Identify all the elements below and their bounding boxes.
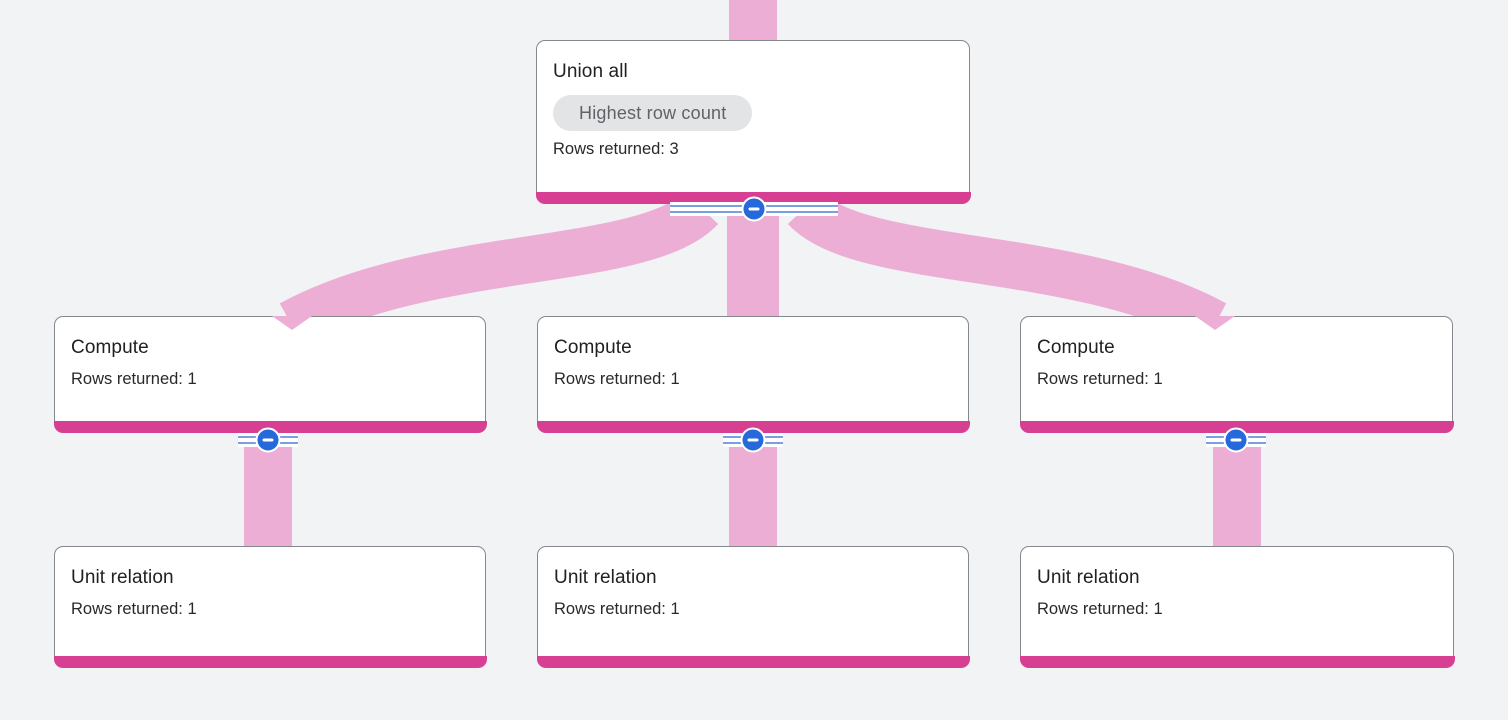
- node-compute-2[interactable]: Compute Rows returned: 1: [536, 316, 970, 433]
- node-union-all[interactable]: Union all Highest row count Rows returne…: [535, 40, 971, 204]
- node-status-bar: [1019, 420, 1454, 433]
- highest-row-count-badge: Highest row count: [553, 95, 753, 131]
- rows-returned-label: Rows returned: 1: [71, 600, 197, 618]
- collapse-toggle-union[interactable]: [670, 196, 838, 222]
- node-title: Compute: [71, 337, 149, 358]
- edge-union-to-compute-3: [787, 190, 1227, 345]
- node-unit-relation-2[interactable]: Unit relation Rows returned: 1: [536, 546, 970, 668]
- rows-returned-label: Rows returned: 3: [553, 140, 679, 158]
- node-compute-1[interactable]: Compute Rows returned: 1: [53, 316, 487, 433]
- node-status-bar: [1019, 655, 1455, 668]
- node-title: Union all: [553, 61, 628, 82]
- minus-icon: [255, 427, 281, 453]
- node-status-bar: [53, 420, 487, 433]
- node-status-bar: [536, 655, 970, 668]
- rows-returned-label: Rows returned: 1: [554, 370, 680, 388]
- minus-icon: [741, 196, 767, 222]
- node-title: Compute: [1037, 337, 1115, 358]
- node-status-bar: [53, 655, 487, 668]
- node-title: Unit relation: [1037, 567, 1140, 588]
- minus-icon: [740, 427, 766, 453]
- node-unit-relation-1[interactable]: Unit relation Rows returned: 1: [53, 546, 487, 668]
- rows-returned-label: Rows returned: 1: [554, 600, 680, 618]
- node-title: Compute: [554, 337, 632, 358]
- node-status-bar: [536, 420, 970, 433]
- node-title: Unit relation: [554, 567, 657, 588]
- rows-returned-label: Rows returned: 1: [1037, 600, 1163, 618]
- edge-union-to-compute-1: [279, 190, 719, 345]
- collapse-toggle-compute-2[interactable]: [723, 427, 783, 453]
- rows-returned-label: Rows returned: 1: [71, 370, 197, 388]
- rows-returned-label: Rows returned: 1: [1037, 370, 1163, 388]
- node-title: Unit relation: [71, 567, 174, 588]
- collapse-toggle-compute-1[interactable]: [238, 427, 298, 453]
- minus-icon: [1223, 427, 1249, 453]
- node-unit-relation-3[interactable]: Unit relation Rows returned: 1: [1019, 546, 1455, 668]
- collapse-toggle-compute-3[interactable]: [1206, 427, 1266, 453]
- node-compute-3[interactable]: Compute Rows returned: 1: [1019, 316, 1454, 433]
